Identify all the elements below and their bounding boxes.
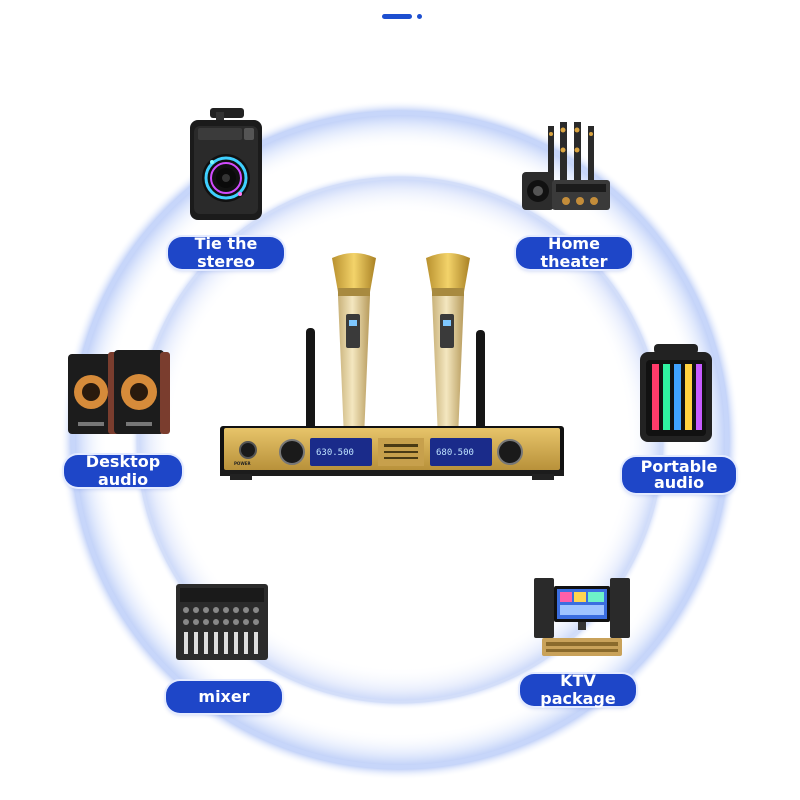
receiver-power-label: POWER xyxy=(234,461,251,466)
mixer-image xyxy=(176,584,268,660)
label-tie-the-stereo: Tie the stereo xyxy=(168,235,284,271)
page-indicator xyxy=(382,13,422,21)
receiver-display-right: 680.500 xyxy=(436,448,474,458)
label-portable-audio: Portable audio xyxy=(622,457,736,493)
receiver-display-left: 630.500 xyxy=(316,448,354,458)
label-desktop-audio: Desktop audio xyxy=(64,453,182,489)
label-mixer: mixer xyxy=(166,681,282,713)
label-ktv-package: KTV package xyxy=(520,672,636,708)
portable-speaker-image xyxy=(640,344,712,442)
ktv-package-image xyxy=(534,578,630,656)
page-indicator-active xyxy=(382,14,412,19)
desktop-speakers-image xyxy=(68,350,170,434)
label-home-theater: Home theater xyxy=(516,235,632,271)
wireless-mic-system: 630.500 680.500 POWER xyxy=(220,248,564,480)
microphones-and-antennas xyxy=(220,253,564,480)
page-indicator-dot xyxy=(417,14,422,19)
party-speaker-image xyxy=(190,108,262,220)
home-theater-image xyxy=(522,122,610,210)
